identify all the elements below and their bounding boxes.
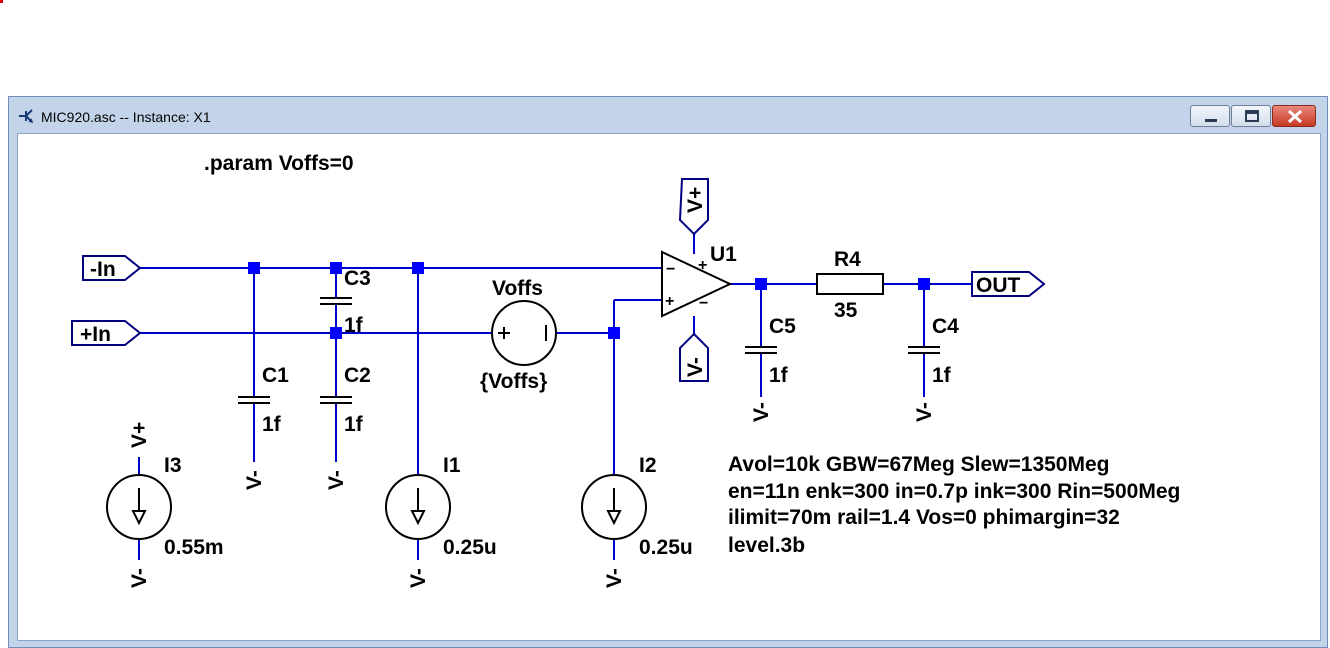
resistor-r4-name: R4 (834, 248, 861, 271)
plus-sign-icon (498, 327, 510, 339)
vminus-label: V- (325, 470, 348, 490)
window-title: MIC920.asc -- Instance: X1 (41, 109, 211, 125)
capacitor-c2[interactable]: C2 1f (320, 364, 371, 436)
capacitor-c3-symbol (320, 297, 352, 305)
opamp-plus-sign: + (665, 293, 674, 310)
vminus-flag-i1[interactable]: V- (407, 568, 430, 588)
vplus-flag-u1[interactable]: V+ (678, 178, 709, 236)
opamp-vplus-sign: + (698, 257, 707, 274)
port-in-minus[interactable]: -In (82, 255, 142, 281)
capacitor-c2-name: C2 (344, 364, 371, 387)
vminus-flag-i2[interactable]: V- (603, 568, 626, 588)
current-source-i1-value: 0.25u (443, 536, 497, 559)
arrow-head-icon (410, 510, 426, 526)
vminus-label: V- (603, 568, 626, 588)
capacitor-c2-symbol (320, 396, 352, 404)
vminus-label: V- (243, 470, 266, 490)
arrow-head-icon (606, 510, 622, 526)
capacitor-c4-name: C4 (932, 315, 959, 338)
port-in-plus-label: +In (80, 323, 111, 346)
current-source-i1-name: I1 (443, 454, 461, 477)
vminus-flag-u1[interactable]: V- (679, 332, 709, 382)
schematic-window: MIC920.asc -- Instance: X1 (8, 96, 1328, 648)
opamp-params-line-3: ilimit=70m rail=1.4 Vos=0 phimargin=32 (728, 506, 1120, 529)
vplus-label: V+ (684, 187, 707, 213)
port-out-label: OUT (976, 274, 1021, 297)
minimize-icon (1205, 119, 1217, 122)
voltage-source-voffs-value: {Voffs} (480, 370, 547, 393)
port-in-minus-label: -In (90, 258, 116, 281)
capacitor-c1-name: C1 (262, 364, 289, 387)
resistor-r4-body (816, 273, 884, 295)
current-source-i1[interactable]: I1 0.25u (385, 454, 497, 559)
title-bar[interactable]: MIC920.asc -- Instance: X1 (9, 97, 1327, 133)
maximize-button[interactable] (1231, 105, 1271, 127)
close-icon (1287, 109, 1303, 124)
capacitor-c3-name: C3 (344, 267, 371, 290)
close-button[interactable] (1272, 105, 1316, 127)
opamp-params-line-4: level.3b (728, 534, 805, 557)
voltage-source-circle (491, 300, 557, 366)
opamp-vminus-sign: − (699, 295, 708, 312)
resistor-r4-value: 35 (834, 299, 858, 322)
current-source-i2-value: 0.25u (639, 536, 693, 559)
current-source-i3-name: I3 (164, 454, 182, 477)
vminus-label: V- (750, 402, 773, 422)
maximize-icon (1245, 110, 1259, 122)
capacitor-c2-value: 1f (344, 413, 364, 436)
capacitor-c4-value: 1f (932, 364, 952, 387)
voltage-source-voffs-name: Voffs (492, 277, 543, 300)
current-source-i3[interactable]: I3 0.55m (106, 454, 224, 559)
capacitor-c5[interactable]: C5 1f (745, 315, 796, 387)
port-in-plus[interactable]: +In (71, 320, 142, 346)
junction-dots (248, 262, 930, 339)
capacitor-c1[interactable]: C1 1f (238, 364, 289, 436)
corner-marker (0, 0, 3, 3)
capacitor-c5-symbol (745, 346, 777, 354)
current-source-i3-value: 0.55m (164, 536, 224, 559)
voltage-source-voffs[interactable]: Voffs {Voffs} (480, 277, 557, 393)
capacitor-c3[interactable]: C3 1f (320, 267, 371, 337)
port-flag-shape (71, 320, 142, 346)
opamp-params-line-1: Avol=10k GBW=67Meg Slew=1350Meg (728, 453, 1109, 476)
current-source-i2-name: I2 (639, 454, 657, 477)
capacitor-c5-name: C5 (769, 315, 796, 338)
opamp-params-line-2: en=11n enk=300 in=0.7p ink=300 Rin=500Me… (728, 480, 1180, 503)
vminus-label: V- (913, 402, 936, 422)
ground-flag-c5[interactable]: V- (750, 402, 773, 422)
vminus-label: V- (407, 568, 430, 588)
capacitor-c5-value: 1f (769, 364, 789, 387)
capacitor-c3-value: 1f (344, 314, 364, 337)
current-source-i2[interactable]: I2 0.25u (581, 454, 693, 559)
ground-flag-c1[interactable]: V- (243, 470, 266, 490)
port-flag-shape (971, 271, 1046, 297)
opamp-minus-sign: − (666, 261, 675, 278)
schematic-drawing[interactable]: .param Voffs=0 -In +In OUT V+ V- (18, 134, 1320, 640)
port-out[interactable]: OUT (971, 271, 1046, 297)
capacitor-c1-symbol (238, 396, 270, 404)
ground-flag-c2[interactable]: V- (325, 470, 348, 490)
opamp-triangle (661, 250, 733, 318)
capacitor-c4-symbol (908, 346, 940, 354)
opamp-u1-name: U1 (710, 243, 737, 266)
resistor-r4[interactable]: R4 35 (816, 248, 884, 322)
opamp-parameters[interactable]: Avol=10k GBW=67Meg Slew=1350Meg en=11n e… (728, 453, 1180, 557)
port-flag-shape (82, 255, 142, 281)
vminus-label: V- (128, 568, 151, 588)
arrow-head-icon (131, 510, 147, 526)
minimize-button[interactable] (1190, 105, 1230, 127)
param-directive[interactable]: .param Voffs=0 (204, 152, 354, 175)
vminus-flag-i3[interactable]: V- (128, 568, 151, 588)
ground-flag-c4[interactable]: V- (913, 402, 936, 422)
opamp-u1[interactable]: − + + − U1 (661, 243, 737, 318)
schematic-canvas[interactable]: .param Voffs=0 -In +In OUT V+ V- (17, 133, 1321, 641)
vplus-label: V+ (128, 422, 151, 448)
vminus-label: V- (684, 357, 707, 377)
ltspice-app-icon (19, 109, 34, 124)
capacitor-c1-value: 1f (262, 413, 282, 436)
capacitor-c4[interactable]: C4 1f (908, 315, 959, 387)
vplus-flag-i3[interactable]: V+ (128, 422, 151, 448)
